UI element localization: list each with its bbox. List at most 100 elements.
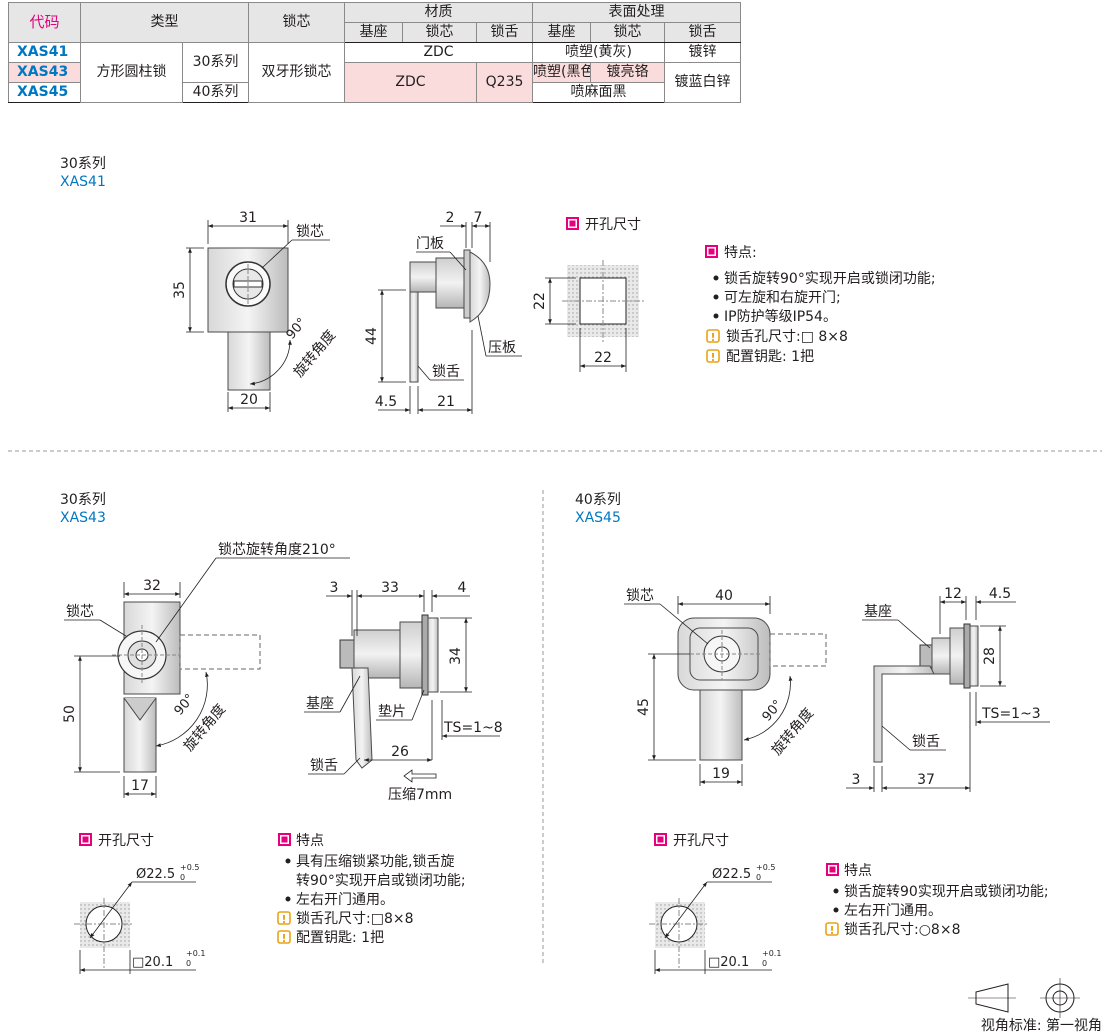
- feature-item: 锁舌旋转90实现开启或锁闭功能;: [844, 884, 1049, 900]
- dim-width: 32: [143, 578, 161, 594]
- hole-title: 开孔尺寸: [673, 833, 729, 849]
- series-label: 40系列: [575, 492, 621, 508]
- dim-height: 35: [172, 281, 188, 299]
- bullet-icon: [285, 858, 291, 864]
- hole-title: 开孔尺寸: [98, 833, 154, 849]
- feature-item: 左右开门通用。: [844, 903, 942, 919]
- features-title: 特点:: [724, 245, 757, 261]
- warning-icon: [706, 349, 720, 363]
- dim-h: 22: [594, 350, 612, 366]
- hole-title: 开孔尺寸: [585, 217, 641, 233]
- base-label: 基座: [306, 695, 334, 712]
- tongue-label: 锁舌: [912, 734, 940, 750]
- bullet-icon: [713, 313, 719, 319]
- feature-item: IP防护等级IP54。: [724, 308, 837, 325]
- dim-b2: 37: [917, 772, 935, 788]
- dim-width: 40: [715, 588, 733, 604]
- header-surface: 表面处理: [532, 2, 742, 23]
- type-cell: 方形圆柱锁: [80, 42, 183, 103]
- svg-text:!: !: [281, 932, 286, 945]
- hole-square-tol-up: +0.1: [186, 949, 205, 958]
- front-view: 锁芯 40 45 19 90° 旋转角度: [624, 588, 827, 786]
- hole-square: □20.1: [132, 955, 173, 970]
- code-label: XAS45: [575, 510, 621, 526]
- subheader-mat-base: 基座: [344, 22, 403, 43]
- angle-label: 90°: [172, 691, 198, 718]
- warning-icon: [277, 911, 291, 925]
- section-marker-icon: [278, 833, 291, 846]
- ts-label: TS=1~8: [443, 720, 503, 736]
- dim-b1: 4.5: [375, 394, 397, 410]
- note-item: 锁舌孔尺寸:□ 8×8: [726, 329, 848, 345]
- section-xas41: 30系列 XAS41 31 35 20 锁芯: [60, 156, 936, 414]
- dim-d3: 4: [458, 580, 467, 596]
- dim-bottom: 20: [240, 392, 258, 408]
- svg-text:!: !: [281, 913, 286, 926]
- section-xas45: 40系列 XAS45 锁芯 40 45 19: [575, 492, 1050, 974]
- note-item: 锁舌孔尺寸:□8×8: [296, 911, 414, 927]
- dim-d1: 2: [446, 210, 455, 226]
- section-marker-icon: [654, 833, 667, 846]
- feature-item: 可左旋和右旋开门;: [724, 290, 841, 306]
- dim-v: 22: [532, 292, 548, 310]
- hole-diameter-tol-up: +0.5: [180, 863, 199, 872]
- surface-core-cell: 镀亮铬: [590, 62, 666, 83]
- core-cell: 双牙形锁芯: [248, 42, 345, 103]
- code-cell: XAS45: [8, 82, 81, 103]
- svg-text:!: !: [710, 351, 715, 364]
- series-label: 30系列: [60, 492, 106, 508]
- material-tongue-cell: Q235: [475, 62, 534, 103]
- side-view: 3 33 4 34 基座 垫片 TS=1~8 26 锁舌 压缩7mm: [304, 580, 503, 803]
- hole-diameter-tol-up: +0.5: [756, 863, 775, 872]
- view-standard-label: 视角标准: 第一视角: [981, 1017, 1102, 1034]
- features: 特点 具有压缩锁紧功能,锁舌旋 转90°实现开启或锁闭功能; 左右开门通用。 !…: [277, 833, 466, 946]
- warning-icon: [277, 930, 291, 944]
- feature-item: 具有压缩锁紧功能,锁舌旋: [296, 854, 454, 870]
- hole-size: 开孔尺寸 Ø22.5 +0.5 0 □20.1 +0.1 0: [74, 833, 205, 974]
- section-marker-icon: [79, 833, 92, 846]
- compress-label: 压缩7mm: [388, 787, 452, 803]
- hole-size: 开孔尺寸 22 22: [532, 217, 644, 372]
- front-view: 锁芯旋转角度210° 32 锁芯 50 17 90° 旋转角度: [62, 542, 350, 798]
- angle-label: 90°: [760, 697, 786, 724]
- subheader-mat-tongue: 锁舌: [475, 22, 534, 43]
- section-marker-icon: [826, 863, 839, 876]
- surface-cell: 喷麻面黑: [532, 82, 666, 103]
- tongue-label: 锁舌: [310, 758, 338, 774]
- hole-square-tol-down: 0: [186, 959, 191, 968]
- base-label: 基座: [864, 603, 892, 620]
- header-code: 代码: [8, 2, 81, 43]
- dim-d1: 12: [944, 586, 962, 602]
- note-item: 锁舌孔尺寸:○8×8: [844, 922, 960, 938]
- code-label: XAS41: [60, 174, 106, 190]
- material-cell: ZDC: [344, 62, 477, 103]
- dim-bottom: 19: [712, 766, 730, 782]
- svg-text:!: !: [710, 331, 715, 344]
- hole-size: 开孔尺寸 Ø22.5 +0.5 0 □20.1 +0.1 0: [649, 833, 781, 974]
- dim-height: 34: [448, 647, 464, 665]
- front-view: 31 35 20 锁芯 90° 旋转角度: [172, 210, 339, 412]
- core-label: 锁芯: [626, 588, 654, 604]
- section-xas43: 30系列 XAS43 锁芯旋转角度210° 32 锁芯: [60, 492, 503, 974]
- subheader-sur-core: 锁芯: [590, 22, 666, 43]
- features-title: 特点: [296, 833, 324, 849]
- spec-table: 代码 类型 锁芯 材质 表面处理 基座 锁芯 锁舌 基座 锁芯 锁舌 XAS41…: [8, 2, 742, 103]
- washer-label: 垫片: [378, 704, 406, 720]
- surface-base-cell: 喷塑(黑色): [532, 62, 592, 83]
- feature-item: 左右开门通用。: [296, 892, 394, 908]
- dim-d2: 4.5: [989, 586, 1011, 602]
- first-angle-projection-icon: [968, 978, 1080, 1018]
- hole-square-tol-down: 0: [762, 959, 767, 968]
- features: 特点 锁舌旋转90实现开启或锁闭功能; 左右开门通用。 ! 锁舌孔尺寸:○8×8: [825, 863, 1049, 938]
- bullet-icon: [833, 888, 839, 894]
- dim-height: 44: [364, 327, 380, 345]
- tongue-label: 锁舌: [432, 364, 460, 380]
- dim-d2: 33: [381, 580, 399, 596]
- section-marker-icon: [705, 245, 718, 258]
- feature-item: 转90°实现开启或锁闭功能;: [296, 873, 466, 889]
- dim-height: 28: [982, 647, 998, 665]
- section-marker-icon: [566, 217, 579, 230]
- dim-height: 50: [62, 705, 78, 723]
- core-label: 锁芯: [66, 604, 94, 620]
- hole-diameter-tol-down: 0: [180, 873, 185, 882]
